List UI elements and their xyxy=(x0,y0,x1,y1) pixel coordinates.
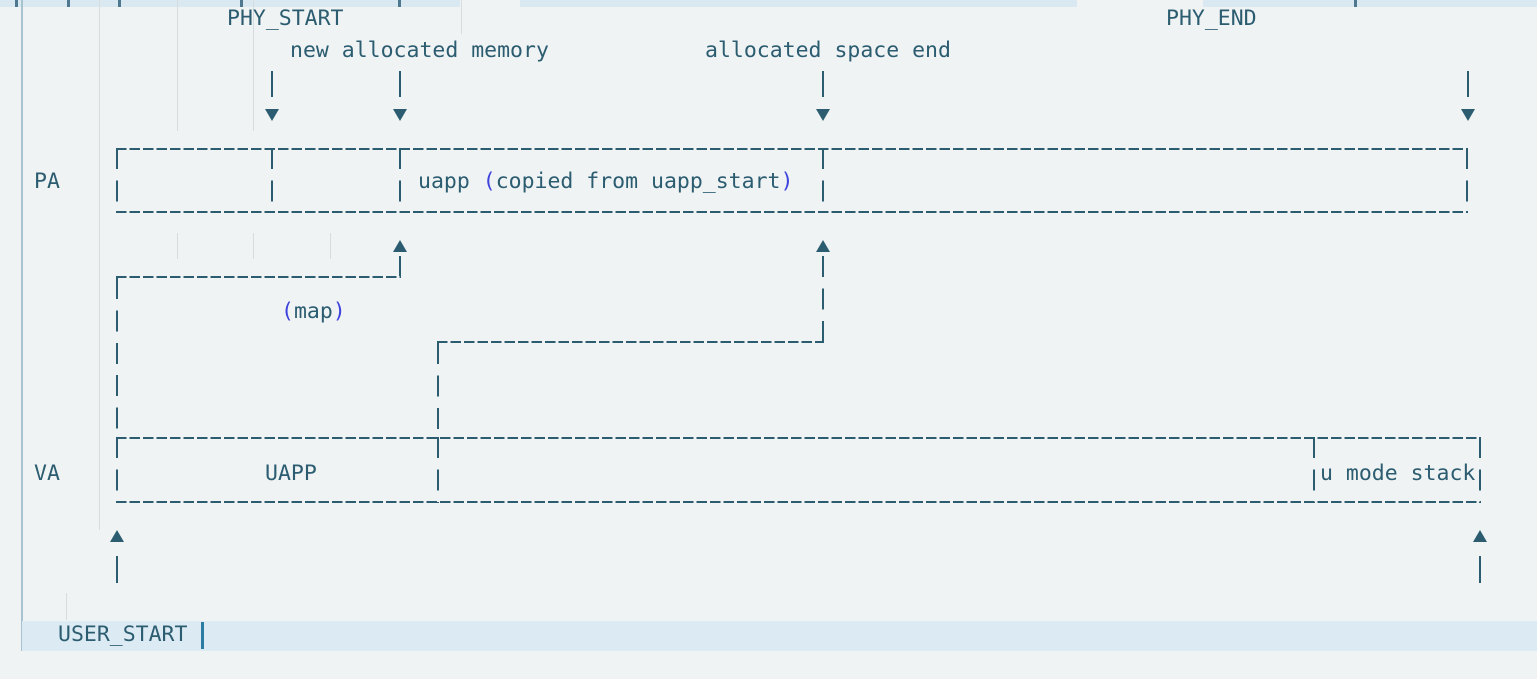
uapp-region-annotation: copied from uapp_start xyxy=(495,169,781,194)
uapp-region-label: uapp (copied from uapp_start) xyxy=(418,169,793,194)
arrow-down-icon xyxy=(393,109,407,121)
previous-line-highlight-sliver xyxy=(0,0,460,7)
arrow-up-icon xyxy=(393,240,407,252)
indent-guide xyxy=(461,0,462,34)
arrow-down-icon xyxy=(816,109,830,121)
map-connector-right-vertical-upper xyxy=(822,256,824,341)
clipped-bar-glyph xyxy=(118,0,121,7)
va-box-divider xyxy=(1313,437,1315,503)
clipped-bar-glyph xyxy=(67,0,70,7)
va-box-bottom-border xyxy=(116,501,1481,503)
indent-guide xyxy=(66,593,67,620)
pa-box-divider xyxy=(399,148,401,213)
va-box-top-border xyxy=(116,437,1481,439)
clipped-bar-glyph xyxy=(15,0,18,7)
indent-guide xyxy=(99,0,100,530)
current-line-highlight xyxy=(22,621,1537,651)
clipped-bar-glyph xyxy=(1354,0,1357,7)
phy-end-label: PHY_END xyxy=(1166,6,1257,31)
indent-guide xyxy=(330,233,331,259)
map-annotation-text: map xyxy=(293,299,333,324)
pa-box-divider xyxy=(822,148,824,213)
previous-line-highlight-sliver xyxy=(520,0,1077,7)
va-box-right-border xyxy=(1479,437,1481,503)
pointer-bar xyxy=(116,556,118,583)
map-connector-right-vertical-lower xyxy=(437,343,439,438)
va-box-left-border xyxy=(116,437,118,503)
open-paren: ( xyxy=(281,299,294,324)
pa-box-divider xyxy=(271,148,273,213)
pa-box-right-border xyxy=(1466,148,1468,213)
arrow-down-icon xyxy=(265,109,279,121)
pointer-bar xyxy=(1467,71,1469,97)
indent-guide xyxy=(253,233,254,259)
va-box-divider xyxy=(437,437,439,503)
map-connector-left-vertical xyxy=(116,278,118,438)
pa-row-label: PA xyxy=(34,169,60,194)
close-paren: ) xyxy=(332,299,346,324)
indent-guide xyxy=(253,0,254,131)
arrow-up-icon xyxy=(1473,530,1487,542)
map-connector-right-horizontal xyxy=(437,341,824,343)
clipped-bar-glyph xyxy=(240,0,243,7)
phy-start-label: PHY_START xyxy=(227,6,344,31)
clipped-bar-glyph xyxy=(398,0,401,7)
arrow-up-icon xyxy=(816,240,830,252)
close-paren: ) xyxy=(780,169,794,194)
previous-line-highlight-sliver xyxy=(1203,0,1537,7)
pointer-bar xyxy=(822,71,824,97)
user-start-label: USER_START xyxy=(58,622,188,647)
pointer-bar xyxy=(1479,556,1481,583)
text-cursor xyxy=(201,622,204,649)
pointer-bar xyxy=(399,71,401,97)
open-paren: ( xyxy=(482,169,496,194)
uapp-region-prefix: uapp xyxy=(418,169,483,194)
map-annotation-label: (map) xyxy=(281,299,346,324)
va-row-label: VA xyxy=(34,461,60,486)
indent-guide xyxy=(177,0,178,131)
pointer-bar xyxy=(271,71,273,97)
va-uapp-label: UAPP xyxy=(265,461,317,486)
pa-box-top-border xyxy=(116,148,1468,150)
arrow-down-icon xyxy=(1461,109,1475,121)
new-allocated-memory-label: new allocated memory xyxy=(290,38,549,63)
pa-box-bottom-border xyxy=(116,211,1468,213)
allocated-space-end-label: allocated space end xyxy=(705,38,951,63)
u-mode-stack-label: u mode stack xyxy=(1320,461,1476,486)
indent-guide xyxy=(177,233,178,259)
gutter-border-line xyxy=(21,0,23,651)
pa-box-left-border xyxy=(116,148,118,213)
arrow-up-icon xyxy=(110,530,124,542)
map-connector-left-horizontal xyxy=(116,276,401,278)
map-connector-left-stub xyxy=(399,256,401,276)
